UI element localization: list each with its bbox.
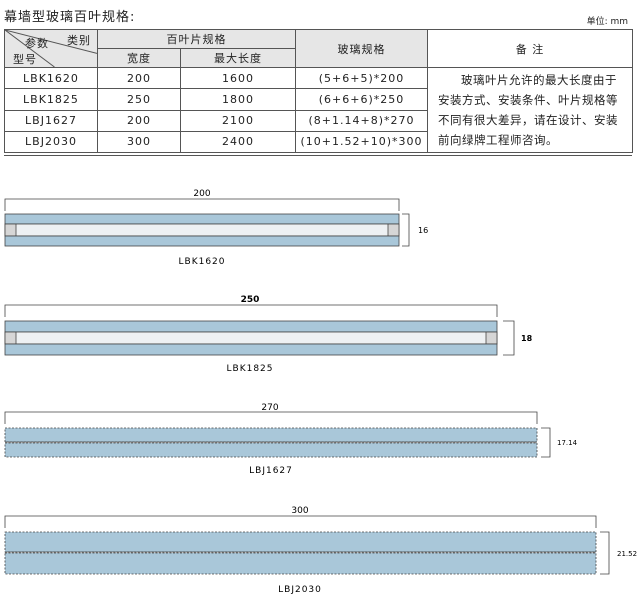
seal-left	[4, 331, 17, 345]
cell-glass: (6+6+6)*250	[295, 88, 428, 111]
corner-param-label: 参数	[25, 37, 49, 50]
glass-pane-top	[4, 213, 400, 225]
cell-width: 250	[97, 88, 181, 111]
section-width-label: 300	[291, 506, 308, 516]
glass-pane-bottom	[4, 442, 538, 458]
cell-model: LBJ2030	[4, 130, 98, 154]
glass-pane-bottom	[4, 235, 400, 247]
glass-pane-top	[4, 320, 498, 333]
section-model-label: LBJ2030	[278, 585, 322, 595]
cell-model: LBK1620	[4, 66, 98, 90]
cell-width: 200	[97, 109, 181, 132]
table-header-row-2: 宽度 最大长度	[5, 48, 633, 68]
group-header-cell: 百叶片规格	[97, 29, 296, 49]
seal-left	[4, 223, 17, 237]
spec-table: 类别 参数 型号 百叶片规格 玻璃规格 备 注 宽度 最大长度 LBK1620 …	[4, 29, 633, 154]
glass-pane-bottom	[4, 552, 597, 575]
cell-glass: (10+1.52+10)*300	[295, 130, 428, 154]
section-lbj1627: 270 17.14 LBJ1627	[4, 403, 578, 476]
spacer-layer	[4, 331, 498, 345]
cell-maxlen: 2400	[180, 130, 296, 154]
section-thickness-label: 17.14	[557, 439, 578, 447]
section-model-label: LBK1620	[179, 257, 226, 267]
glass-pane-top	[4, 531, 597, 553]
section-model-label: LBK1825	[227, 364, 274, 374]
table-bottom-rule	[4, 155, 632, 156]
notes-header: 备 注	[427, 29, 633, 68]
table-header-row-1: 类别 参数 型号 百叶片规格 玻璃规格 备 注	[4, 29, 633, 68]
glass-spec-header: 玻璃规格	[295, 29, 428, 68]
seal-right	[387, 223, 400, 237]
cell-width: 300	[97, 130, 181, 154]
section-model-label: LBJ1627	[249, 466, 293, 476]
section-thickness-label: 21.52	[617, 550, 637, 558]
section-thickness-label: 18	[521, 334, 533, 343]
corner-model-label: 型号	[13, 53, 37, 66]
section-thickness-label: 16	[418, 226, 428, 235]
table-row: LBK1825 250 1800 (6+6+6)*250	[4, 88, 633, 111]
table-corner-cell: 类别 参数 型号	[4, 29, 98, 68]
section-width-label: 250	[241, 295, 260, 305]
table-row: LBJ2030 300 2400 (10+1.52+10)*300	[4, 130, 633, 154]
spacer-layer	[4, 223, 400, 237]
table-row: LBK1620 200 1600 (5+6+5)*200 玻璃叶片允许的最大长度…	[4, 66, 633, 153]
cell-model: LBJ1627	[4, 109, 98, 132]
diagonal-lines	[5, 30, 97, 67]
unit-label: 单位: mm	[586, 17, 628, 27]
width-header: 宽度	[97, 48, 181, 68]
glass-pane-bottom	[4, 343, 498, 356]
section-width-label: 200	[193, 189, 210, 199]
seal-right	[485, 331, 498, 345]
section-lbj2030: 300 21.52 LBJ2030	[4, 506, 637, 595]
page-title: 幕墙型玻璃百叶规格:	[4, 10, 136, 25]
section-lbk1825: 250 18 LBK1825	[4, 295, 533, 374]
section-width-label: 270	[261, 403, 278, 413]
corner-category-label: 类别	[67, 34, 91, 47]
notes-text: 玻璃叶片允许的最大长度由于安装方式、安装条件、叶片规格等不同有很大差异，请在设计…	[427, 67, 633, 153]
glass-pane-top	[4, 427, 538, 443]
section-lbk1620: 200 16 LBK1620	[4, 189, 428, 267]
